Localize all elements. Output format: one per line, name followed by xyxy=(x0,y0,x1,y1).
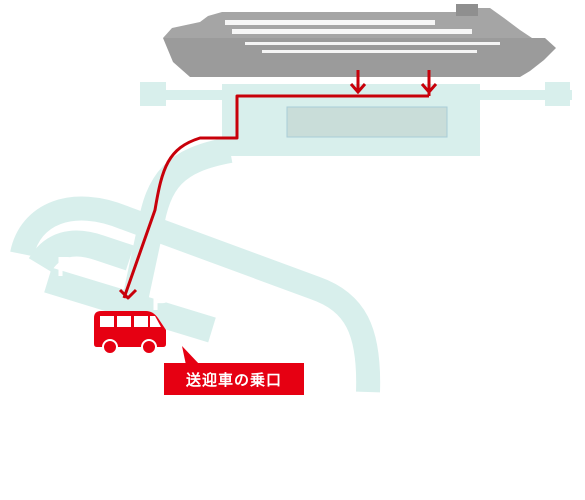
parking-sign-2: P xyxy=(152,285,171,316)
ship-window-rows xyxy=(225,20,500,53)
gangway-arrowhead-left xyxy=(349,83,367,95)
van-window-1 xyxy=(100,316,114,327)
van-wheel-rear xyxy=(102,339,118,355)
van-wheel-front xyxy=(141,339,157,355)
pier-end-left xyxy=(140,82,166,106)
callout-pointer xyxy=(182,346,200,365)
pickup-label: 送迎車の乗口 xyxy=(185,370,282,389)
parking-lot-outer xyxy=(10,196,381,393)
shuttle-van-icon xyxy=(94,311,166,355)
van-windshield xyxy=(150,316,161,327)
van-window-2 xyxy=(117,316,131,327)
terminal-hall xyxy=(286,106,448,138)
parking-row-lower xyxy=(44,267,216,343)
pickup-callout: 送迎車の乗口 xyxy=(164,363,304,395)
parking-row-upper xyxy=(28,230,135,273)
route-arrowhead-pickup xyxy=(118,288,138,300)
pier-end-right xyxy=(545,82,570,106)
parking-sign-1: P xyxy=(57,251,76,282)
cruise-ship-icon xyxy=(163,4,556,77)
ship-funnel xyxy=(456,4,478,16)
ship-hull xyxy=(163,38,556,77)
van-window-3 xyxy=(134,316,148,327)
walking-route xyxy=(122,94,429,299)
gangway-arrowhead-right xyxy=(420,83,438,95)
